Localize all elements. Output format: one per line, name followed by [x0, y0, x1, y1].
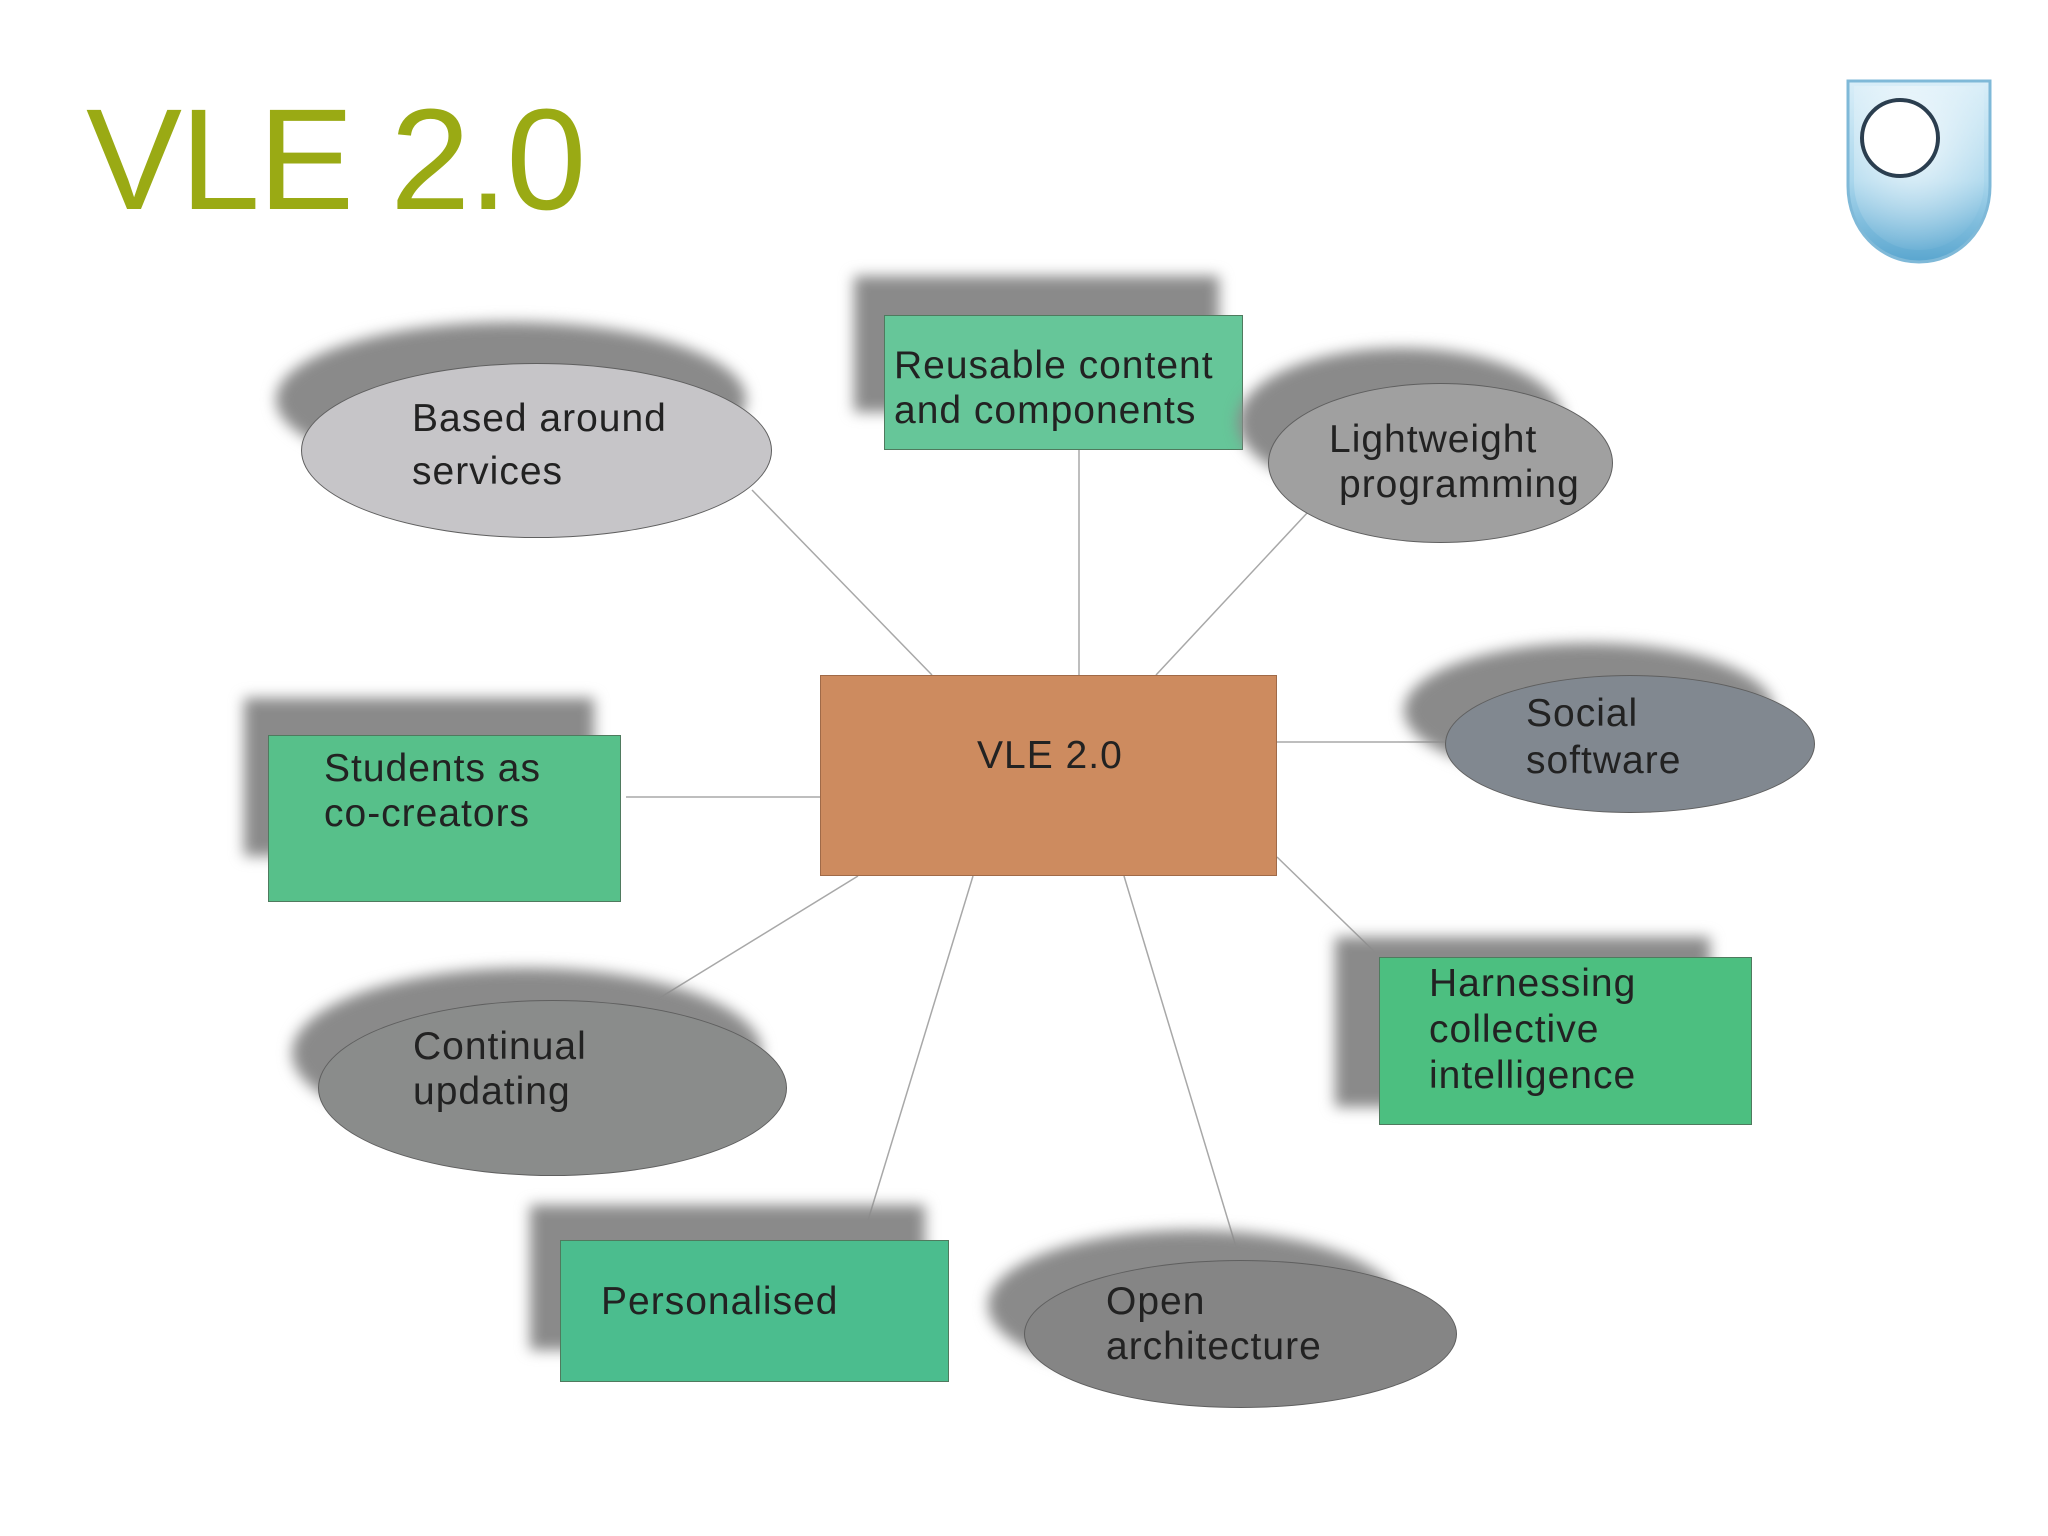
- connector-open: [1123, 875, 1241, 1261]
- node-continual-line-2: updating: [413, 1070, 571, 1114]
- node-continual: Continual updating: [318, 1000, 787, 1176]
- university-shield-logo-icon: [1846, 79, 1992, 264]
- node-students-line-1: Students as: [324, 747, 541, 790]
- node-harnessing: Harnessing collective intelligence: [1379, 957, 1752, 1125]
- node-continual-line-1: Continual: [413, 1025, 587, 1068]
- node-students: Students as co-creators: [268, 735, 621, 902]
- node-lightweight-line-2: programming: [1339, 463, 1580, 507]
- connector-lightweight: [1155, 511, 1309, 676]
- node-center-label: VLE 2.0: [977, 734, 1123, 777]
- connector-personalised: [861, 875, 974, 1241]
- node-social-line-2: software: [1526, 739, 1682, 783]
- node-social: Social software: [1445, 675, 1815, 813]
- connector-continual: [647, 875, 859, 1006]
- node-reusable: Reusable content and components: [884, 315, 1243, 450]
- node-harnessing-line-2: collective: [1429, 1008, 1600, 1052]
- page-title: VLE 2.0: [86, 79, 586, 240]
- node-harnessing-line-3: intelligence: [1429, 1054, 1637, 1098]
- connector-based-around-services: [751, 489, 933, 676]
- node-reusable-line-2: and components: [894, 389, 1197, 433]
- node-based-around-services-line-1: Based around: [412, 397, 667, 440]
- node-lightweight-line-1: Lightweight: [1329, 418, 1538, 461]
- node-open: Open architecture: [1024, 1260, 1457, 1408]
- node-based-around-services-line-2: services: [412, 450, 564, 494]
- node-lightweight: Lightweight programming: [1268, 383, 1613, 543]
- node-personalised: Personalised: [560, 1240, 949, 1382]
- node-harnessing-line-1: Harnessing: [1429, 962, 1637, 1005]
- node-based-around-services: Based around services: [301, 363, 772, 538]
- node-personalised-line-1: Personalised: [601, 1280, 839, 1323]
- node-open-line-2: architecture: [1106, 1325, 1322, 1369]
- node-social-line-1: Social: [1526, 692, 1639, 735]
- node-center: VLE 2.0: [820, 675, 1277, 876]
- node-open-line-1: Open: [1106, 1280, 1206, 1323]
- node-reusable-line-1: Reusable content: [894, 344, 1214, 387]
- node-students-line-2: co-creators: [324, 792, 531, 836]
